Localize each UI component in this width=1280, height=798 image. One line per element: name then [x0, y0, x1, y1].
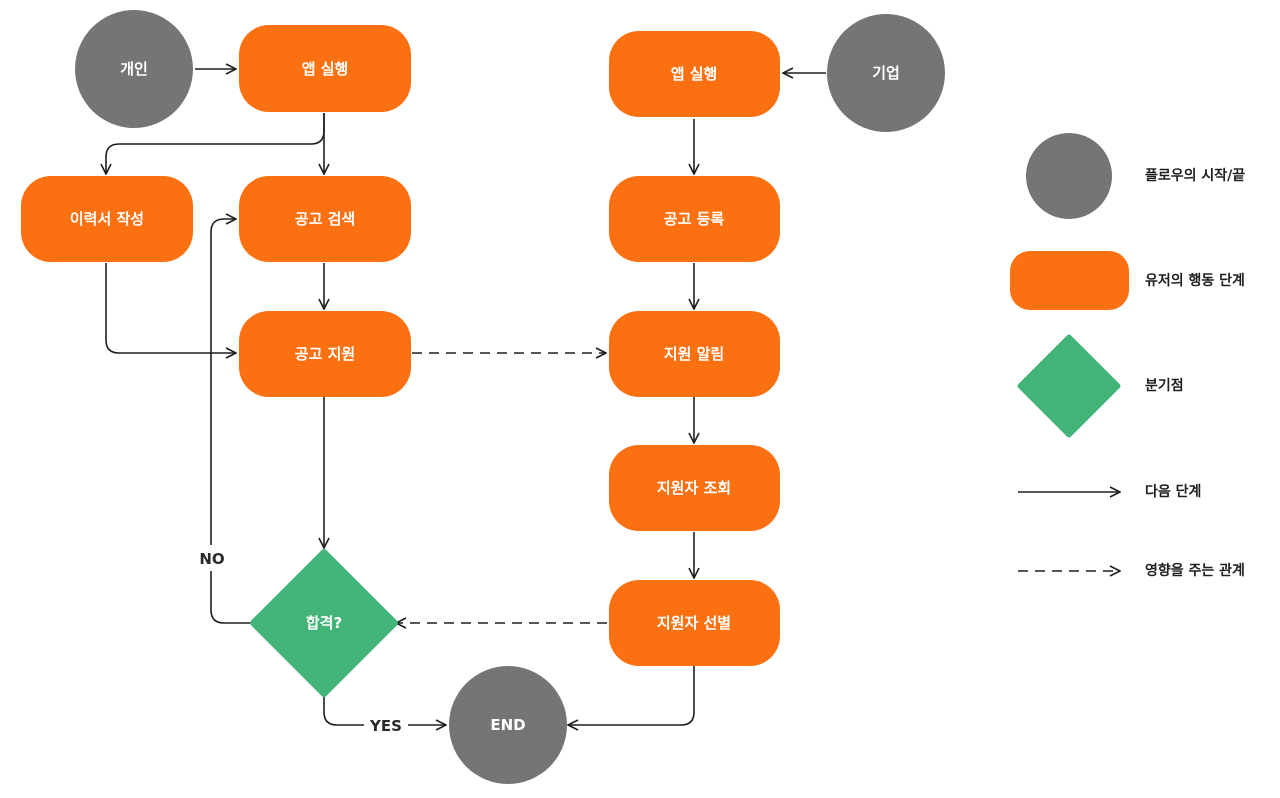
edge-no-label-box: NO — [194, 545, 230, 571]
view-node: 지원자 조회 — [609, 445, 780, 531]
legend-action: 유저의 행동 단계 — [1010, 251, 1245, 310]
edge-resume-to-apply — [105, 263, 236, 353]
view-label: 지원자 조회 — [657, 479, 731, 497]
edges — [106, 69, 826, 725]
search-label: 공고 검색 — [295, 210, 355, 228]
resume-node: 이력서 작성 — [21, 176, 193, 262]
legend-next-step: 다음 단계 — [1018, 483, 1201, 500]
company-launch-label: 앱 실행 — [671, 65, 718, 83]
end-label: END — [490, 716, 525, 734]
search-node: 공고 검색 — [239, 176, 411, 262]
apply-node: 공고 지원 — [239, 311, 411, 397]
company-launch-node: 앱 실행 — [609, 31, 780, 117]
start-company-node: 기업 — [827, 14, 945, 132]
end-node: END — [449, 666, 567, 784]
edge-decision-yes-to-end — [323, 697, 446, 725]
decision-node: 합격? — [250, 549, 398, 697]
notify-label: 지원 알림 — [664, 345, 724, 363]
legend-terminal-label: 플로우의 시작/끝 — [1145, 167, 1245, 184]
edge-decision-no-to-search — [210, 219, 254, 624]
start-personal-label: 개인 — [120, 60, 148, 78]
start-company-label: 기업 — [872, 64, 900, 82]
edge-launch-to-resume — [106, 113, 325, 174]
legend-terminal-swatch — [1026, 133, 1112, 219]
edge-yes-label-box: YES — [364, 712, 408, 738]
legend-influence-label: 영향을 주는 관계 — [1145, 562, 1245, 579]
select-node: 지원자 선별 — [609, 580, 780, 666]
edge-label-yes: YES — [369, 717, 402, 735]
legend: 플로우의 시작/끝 유저의 행동 단계 분기점 다음 단계 영향을 주는 관계 — [1010, 133, 1245, 579]
legend-next-step-label: 다음 단계 — [1145, 483, 1201, 500]
legend-action-swatch — [1010, 251, 1129, 310]
legend-decision-label: 분기점 — [1145, 377, 1184, 394]
apply-label: 공고 지원 — [295, 345, 355, 363]
edge-label-no: NO — [199, 550, 224, 568]
decision-label: 합격? — [306, 614, 342, 632]
legend-decision: 분기점 — [1017, 334, 1184, 438]
resume-label: 이력서 작성 — [70, 210, 144, 228]
legend-influence: 영향을 주는 관계 — [1018, 562, 1245, 579]
legend-action-label: 유저의 행동 단계 — [1145, 272, 1245, 289]
edge-select-to-end — [568, 666, 695, 725]
post-node: 공고 등록 — [609, 176, 780, 262]
legend-decision-swatch — [1017, 334, 1121, 438]
personal-launch-label: 앱 실행 — [302, 60, 349, 78]
post-label: 공고 등록 — [664, 210, 725, 228]
notify-node: 지원 알림 — [609, 311, 780, 397]
personal-launch-node: 앱 실행 — [239, 25, 411, 112]
start-personal-node: 개인 — [75, 10, 193, 128]
legend-terminal: 플로우의 시작/끝 — [1026, 133, 1245, 219]
select-label: 지원자 선별 — [657, 614, 731, 632]
